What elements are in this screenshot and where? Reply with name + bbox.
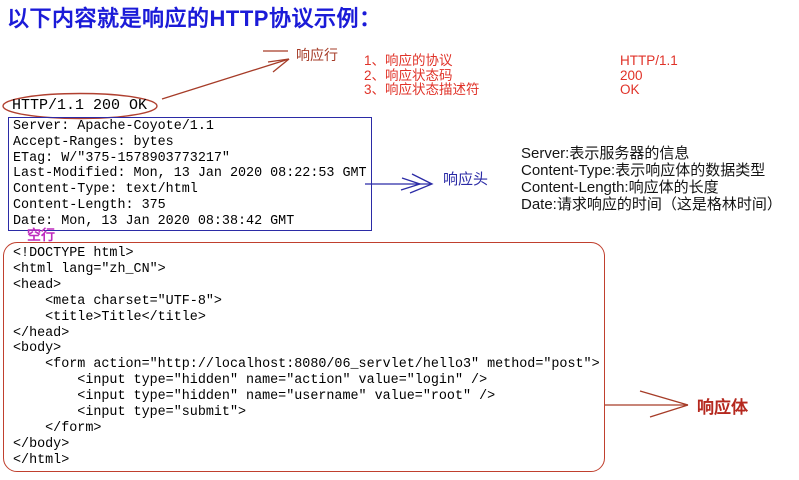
response-headers-box: Server: Apache-Coyote/1.1 Accept-Ranges:… bbox=[8, 117, 372, 231]
legend-value: HTTP/1.1 bbox=[620, 53, 678, 68]
response-line-label: 响应行 bbox=[296, 47, 338, 63]
legend-label: 3、响应状态描述符 bbox=[364, 82, 480, 98]
header-note: Date:请求响应的时间（这是格林时间） bbox=[521, 196, 782, 213]
response-body-box: <!DOCTYPE html> <html lang="zh_CN"> <hea… bbox=[3, 242, 605, 472]
body-code-line: </html> bbox=[13, 452, 70, 468]
status-line-text: HTTP/1.1 200 OK bbox=[12, 97, 148, 114]
legend-value: OK bbox=[620, 82, 640, 98]
body-code-line: </form> bbox=[13, 420, 102, 436]
header-line: Date: Mon, 13 Jan 2020 08:38:42 GMT bbox=[13, 213, 295, 229]
response-header-label: 响应头 bbox=[443, 171, 489, 188]
body-code-line: <input type="submit"> bbox=[13, 405, 247, 421]
response-line-arrow bbox=[161, 50, 290, 100]
header-notes: Server:表示服务器的信息 Content-Type:表示响应体的数据类型 … bbox=[521, 145, 782, 213]
legend-label: 2、响应状态码 bbox=[364, 67, 453, 83]
legend-value: 200 bbox=[620, 67, 643, 83]
legend-row: 1、响应的协议 HTTP/1.1 bbox=[364, 53, 678, 69]
body-code-line: <meta charset="UTF-8"> bbox=[13, 293, 222, 309]
body-code-line: <input type="hidden" name="action" value… bbox=[13, 373, 488, 389]
header-line: ETag: W/"375-1578903773217" bbox=[13, 150, 230, 166]
header-line: Last-Modified: Mon, 13 Jan 2020 08:22:53… bbox=[13, 166, 367, 182]
header-line: Accept-Ranges: bytes bbox=[13, 134, 174, 150]
header-line: Server: Apache-Coyote/1.1 bbox=[13, 119, 214, 134]
legend-row: 2、响应状态码 200 bbox=[364, 67, 643, 84]
response-line-legend: 1、响应的协议 HTTP/1.1 2、响应状态码 200 3、响应状态描述符 O… bbox=[364, 53, 678, 98]
header-note: Content-Type:表示响应体的数据类型 bbox=[521, 162, 766, 179]
body-code-line: <head> bbox=[13, 277, 62, 293]
legend-row: 3、响应状态描述符 OK bbox=[364, 82, 640, 98]
response-body-label: 响应体 bbox=[697, 398, 748, 417]
header-note: Content-Length:响应体的长度 bbox=[521, 179, 719, 196]
body-code-line: <html lang="zh_CN"> bbox=[13, 261, 166, 277]
header-line: Content-Type: text/html bbox=[13, 182, 198, 198]
response-header-arrow bbox=[365, 173, 434, 194]
header-note: Server:表示服务器的信息 bbox=[521, 145, 690, 162]
body-code-line: <form action="http://localhost:8080/06_s… bbox=[13, 357, 600, 373]
body-code-line: <title>Title</title> bbox=[13, 309, 206, 325]
body-code-line: </head> bbox=[13, 325, 70, 341]
body-code-line: <!DOCTYPE html> bbox=[13, 246, 134, 261]
legend-label: 1、响应的协议 bbox=[364, 53, 453, 68]
header-line: Content-Length: 375 bbox=[13, 197, 166, 213]
page-title: 以下内容就是响应的HTTP协议示例： bbox=[7, 6, 382, 31]
body-code-line: <input type="hidden" name="username" val… bbox=[13, 389, 496, 405]
body-code-line: </body> bbox=[13, 436, 70, 452]
body-code-line: <body> bbox=[13, 341, 62, 357]
